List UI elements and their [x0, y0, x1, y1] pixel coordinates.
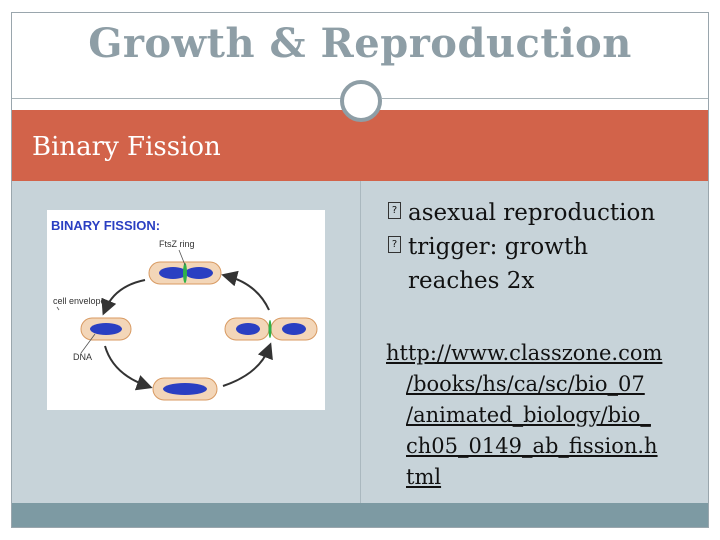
bullet-list: ? asexual reproduction ? trigger: growth… [388, 196, 708, 298]
decorative-circle-icon [340, 80, 382, 122]
checkbox-bullet-icon: ? [388, 236, 401, 253]
title-divider-left [12, 98, 342, 99]
figure-title: BINARY FISSION: [51, 218, 160, 233]
ftsz-leader-line [178, 249, 186, 266]
arrow-left-bottom [104, 345, 153, 391]
slide-frame [11, 12, 709, 528]
dna-label: DNA [73, 352, 92, 362]
fission-animation-link[interactable]: http://www.classzone.com /books/hs/ca/sc… [386, 338, 696, 493]
link-line: /books/hs/ca/sc/bio_07 [406, 372, 645, 396]
bullet-item: ? trigger: growth reaches 2x [388, 230, 708, 298]
column-divider [360, 181, 361, 503]
link-line: ch05_0149_ab_fission.h [406, 434, 658, 458]
cell-envelope-label: cell envelope [53, 296, 106, 306]
binary-fission-figure: BINARY FISSION: FtsZ ring cell envelope … [47, 210, 325, 410]
footer-bar [12, 503, 708, 527]
slide-title: Growth & Reproduction [88, 20, 632, 67]
link-line: /animated_biology/bio_ [406, 403, 651, 427]
cell-top [148, 261, 222, 285]
arrow-right-top [221, 270, 270, 311]
cell-left [80, 317, 132, 341]
ftsz-label: FtsZ ring [159, 239, 195, 249]
title-divider-right [382, 98, 708, 99]
checkbox-bullet-icon: ? [388, 202, 401, 219]
bullet-text: asexual reproduction [408, 200, 656, 226]
link-line: http://www.classzone.com [386, 341, 663, 365]
section-banner-label: Binary Fission [32, 132, 221, 162]
bullet-text: trigger: growth reaches 2x [408, 234, 589, 294]
arrow-bottom-right [222, 342, 273, 387]
cell-right [224, 317, 318, 341]
link-line: tml [406, 465, 442, 489]
arrow-top-left [101, 279, 146, 316]
binary-fission-diagram: BINARY FISSION: FtsZ ring cell envelope … [51, 218, 318, 401]
bullet-item: ? asexual reproduction [388, 196, 708, 230]
cell-bottom [152, 377, 218, 401]
